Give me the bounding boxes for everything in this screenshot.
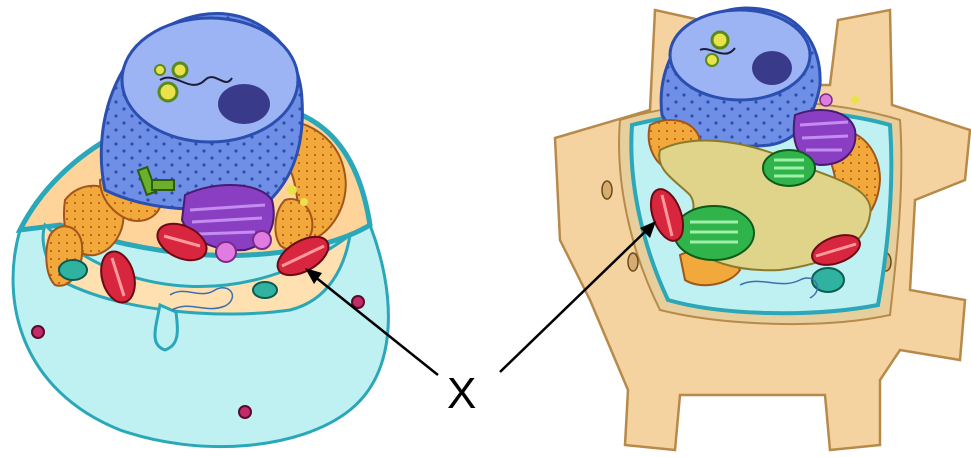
plant-cell (555, 8, 970, 450)
label-x: X (447, 372, 476, 416)
animal-nucleus (101, 13, 302, 209)
animal-lysosome (59, 260, 87, 280)
animal-cell (13, 13, 388, 446)
